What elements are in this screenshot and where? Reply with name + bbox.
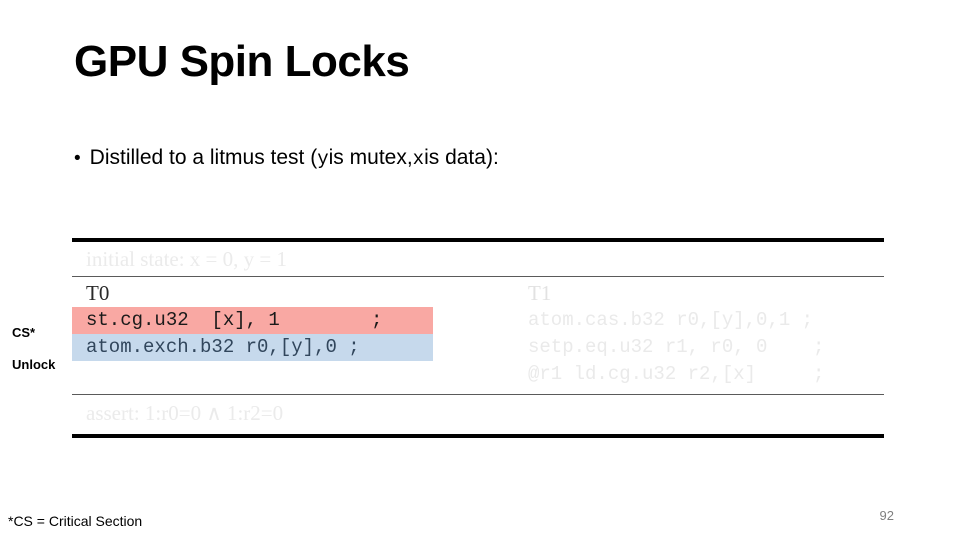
bullet-text-mid: is mutex, (328, 146, 413, 169)
thread-column-t0: T0 st.cg.u32 [x], 1 ; atom.exch.b32 r0,[… (72, 280, 514, 388)
bullet-marker-icon: • (74, 148, 81, 169)
thread-columns: T0 st.cg.u32 [x], 1 ; atom.exch.b32 r0,[… (72, 277, 884, 394)
table-top-rule (72, 238, 884, 242)
table-bottom-rule (72, 434, 884, 438)
page-title: GPU Spin Locks (74, 37, 410, 86)
code-line-t1-cas: atom.cas.b32 r0,[y],0,1 ; (528, 309, 814, 331)
code-line-t0-unlock: atom.exch.b32 r0,[y],0 ; (72, 334, 433, 361)
bullet-text-pre: Distilled to a litmus test ( (89, 146, 318, 169)
code-line-t0-cs: st.cg.u32 [x], 1 ; (72, 307, 433, 334)
footnote-critical-section: *CS = Critical Section (8, 513, 143, 529)
thread-header-t1: T1 (528, 281, 552, 305)
thread-header-t0: T0 (86, 281, 110, 305)
initial-state-row: initial state: x = 0, y = 1 (86, 247, 287, 271)
code-line-t1-setp: setp.eq.u32 r1, r0, 0 ; (528, 336, 825, 358)
bullet-text-post: is data): (424, 146, 499, 169)
assert-row: assert: 1:r0=0 ∧ 1:r2=0 (86, 401, 284, 425)
bullet-mono-y: y (317, 148, 329, 170)
table-rule-under-initial (72, 276, 884, 277)
annotation-critical-section: CS* (12, 325, 36, 340)
page-number: 92 (879, 508, 894, 523)
litmus-test-table: initial state: x = 0, y = 1 T0 st.cg.u32… (72, 238, 884, 438)
annotation-unlock: Unlock (12, 357, 56, 372)
bullet-mono-x: x (412, 148, 425, 170)
thread-column-t1: T1 atom.cas.b32 r0,[y],0,1 ; setp.eq.u32… (514, 280, 884, 388)
bullet-item: • Distilled to a litmus test ( y is mute… (74, 146, 499, 170)
table-rule-above-assert (72, 394, 884, 395)
code-line-t1-ld: @r1 ld.cg.u32 r2,[x] ; (528, 363, 825, 385)
